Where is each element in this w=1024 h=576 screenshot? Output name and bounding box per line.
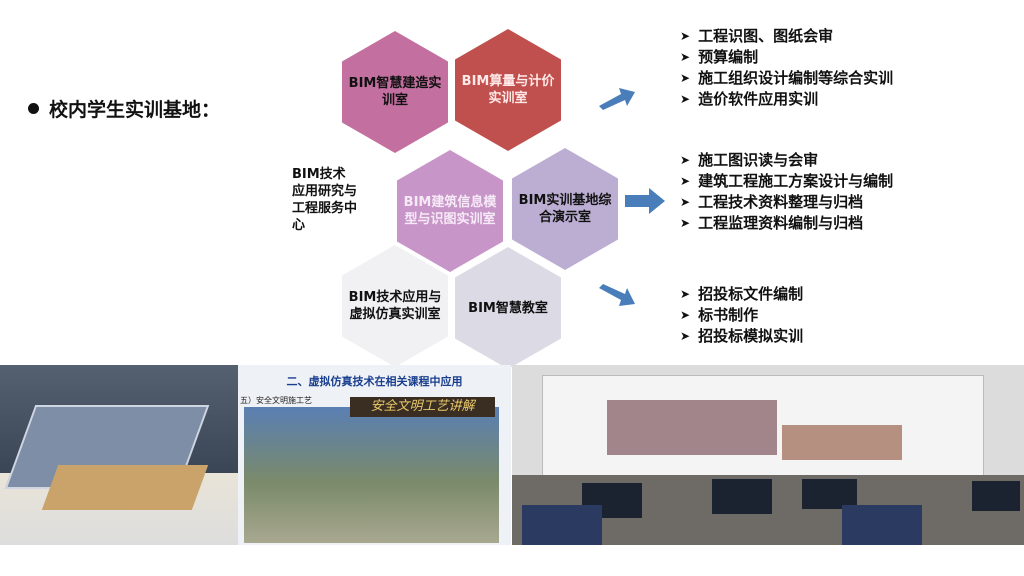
bullet-icon <box>28 103 39 114</box>
photo-demo-room <box>512 365 1024 545</box>
hex-bim-costing: BIM算量与计价实训室 <box>455 29 561 151</box>
hex-bim-modeling: BIM建筑信息模型与识图实训室 <box>397 150 503 272</box>
arrow-icon <box>625 188 665 214</box>
hex-bim-smart-classroom: BIM智慧教室 <box>455 247 561 369</box>
arrow-icon <box>599 88 635 110</box>
center-label: BIM技术应用研究与工程服务中心 <box>292 167 358 233</box>
hex-bim-simulation: BIM技术应用与虚拟仿真实训室 <box>342 245 448 367</box>
list-costing: ➤工程识图、图纸会审 ➤预算编制 ➤施工组织设计编制等综合实训 ➤造价软件应用实… <box>680 27 894 108</box>
arrow-icon <box>599 284 635 306</box>
list-construction: ➤施工图识读与会审 ➤建筑工程施工方案设计与编制 ➤工程技术资料整理与归档 ➤工… <box>680 151 894 232</box>
photo-3d-model <box>0 365 238 545</box>
section-heading: 校内学生实训基地： <box>28 95 220 122</box>
photo-virtual-simulation: 二、虚拟仿真技术在相关课程中应用 五）安全文明施工艺 安全文明工艺讲解 <box>238 365 511 545</box>
hex-bim-smart-construction: BIM智慧建造实训室 <box>342 31 448 153</box>
list-bidding: ➤招投标文件编制 ➤标书制作 ➤招投标模拟实训 <box>680 285 804 345</box>
hex-bim-demo-room: BIM实训基地综合演示室 <box>512 148 618 270</box>
